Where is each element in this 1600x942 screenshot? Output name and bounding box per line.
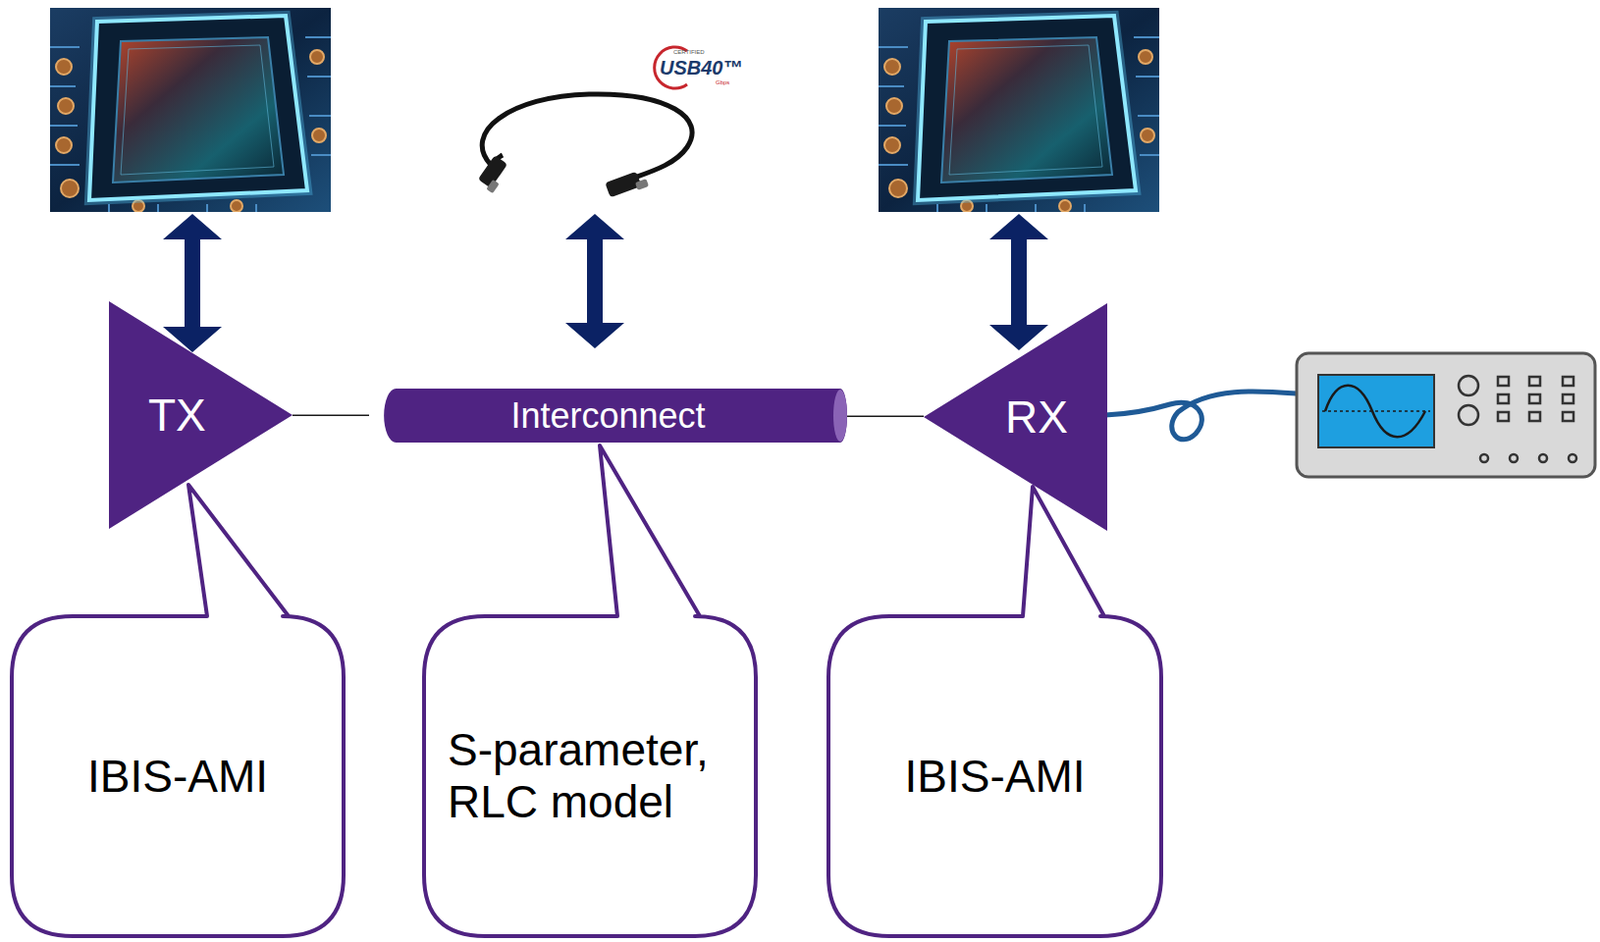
rect-part bbox=[1296, 353, 1596, 478]
node-text: Interconnect bbox=[510, 395, 705, 436]
ellipse-part bbox=[833, 389, 848, 442]
line-part bbox=[1322, 410, 1431, 413]
callout-bubble: S-parameter, RLC model bbox=[424, 616, 756, 937]
polygon-part bbox=[108, 301, 293, 530]
circle-part bbox=[1480, 454, 1489, 463]
node-text: IBIS-AMI bbox=[87, 750, 268, 803]
rect-part bbox=[635, 178, 649, 191]
oscilloscope bbox=[1296, 353, 1596, 478]
polygon-part bbox=[565, 213, 625, 349]
node-text: TX bbox=[148, 389, 207, 442]
circle-part bbox=[1509, 454, 1518, 463]
path-part bbox=[828, 486, 1162, 937]
rect-part bbox=[1497, 376, 1509, 386]
tx-triangle: TX bbox=[108, 301, 293, 530]
logo-text: CERTIFIED bbox=[673, 49, 705, 55]
node-text: S-parameter, RLC model bbox=[447, 724, 733, 829]
probe-cable bbox=[1105, 391, 1297, 440]
polygon-part bbox=[989, 213, 1049, 351]
rect-part bbox=[1497, 394, 1509, 404]
rect-part bbox=[485, 179, 499, 194]
node-text: IBIS-AMI bbox=[904, 750, 1085, 803]
rect-part bbox=[1562, 394, 1574, 404]
polygon-part bbox=[162, 213, 222, 353]
g-part bbox=[1480, 376, 1577, 463]
connector-line bbox=[292, 414, 370, 417]
path-part bbox=[1325, 385, 1426, 438]
rect-part bbox=[1529, 412, 1541, 422]
logo-text: USB40™ bbox=[659, 57, 743, 78]
circle-part bbox=[1568, 454, 1577, 463]
path-part bbox=[424, 445, 756, 937]
chip-photo bbox=[50, 7, 331, 213]
interconnect-cylinder: Interconnect bbox=[369, 388, 848, 443]
circle-part bbox=[1539, 454, 1547, 463]
rect-part bbox=[1562, 376, 1574, 386]
rect-part bbox=[1318, 374, 1435, 448]
rect-part bbox=[1529, 394, 1541, 404]
path-part bbox=[481, 94, 693, 185]
connector-line bbox=[847, 415, 924, 418]
rx-triangle: RX bbox=[923, 303, 1108, 532]
callout-bubble: IBIS-AMI bbox=[11, 616, 344, 937]
rect-part bbox=[1529, 376, 1541, 386]
circle-part bbox=[1458, 375, 1479, 396]
logo-text: Gbps bbox=[715, 79, 730, 86]
callout-bubble: IBIS-AMI bbox=[828, 616, 1162, 937]
rect-part bbox=[1562, 412, 1574, 422]
circle-part bbox=[1458, 405, 1479, 426]
path-part bbox=[11, 484, 344, 937]
chip-photo bbox=[878, 7, 1160, 213]
rect-part bbox=[1497, 412, 1509, 422]
double-arrow bbox=[162, 213, 1049, 353]
polygon-part bbox=[923, 303, 1108, 532]
path-part bbox=[383, 388, 848, 443]
node-text: RX bbox=[1005, 391, 1068, 444]
